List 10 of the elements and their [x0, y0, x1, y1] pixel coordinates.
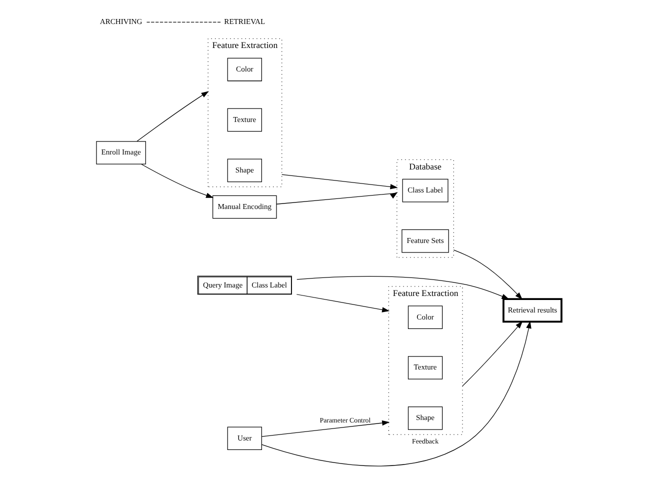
arrow [141, 164, 214, 198]
arrow [276, 192, 398, 204]
arrow [453, 250, 522, 300]
arrow [282, 174, 398, 190]
arrow [261, 420, 390, 437]
arrow [462, 321, 523, 386]
arrow [296, 276, 510, 300]
arrow [136, 91, 209, 142]
arrow [261, 320, 532, 466]
arrow [296, 294, 390, 312]
